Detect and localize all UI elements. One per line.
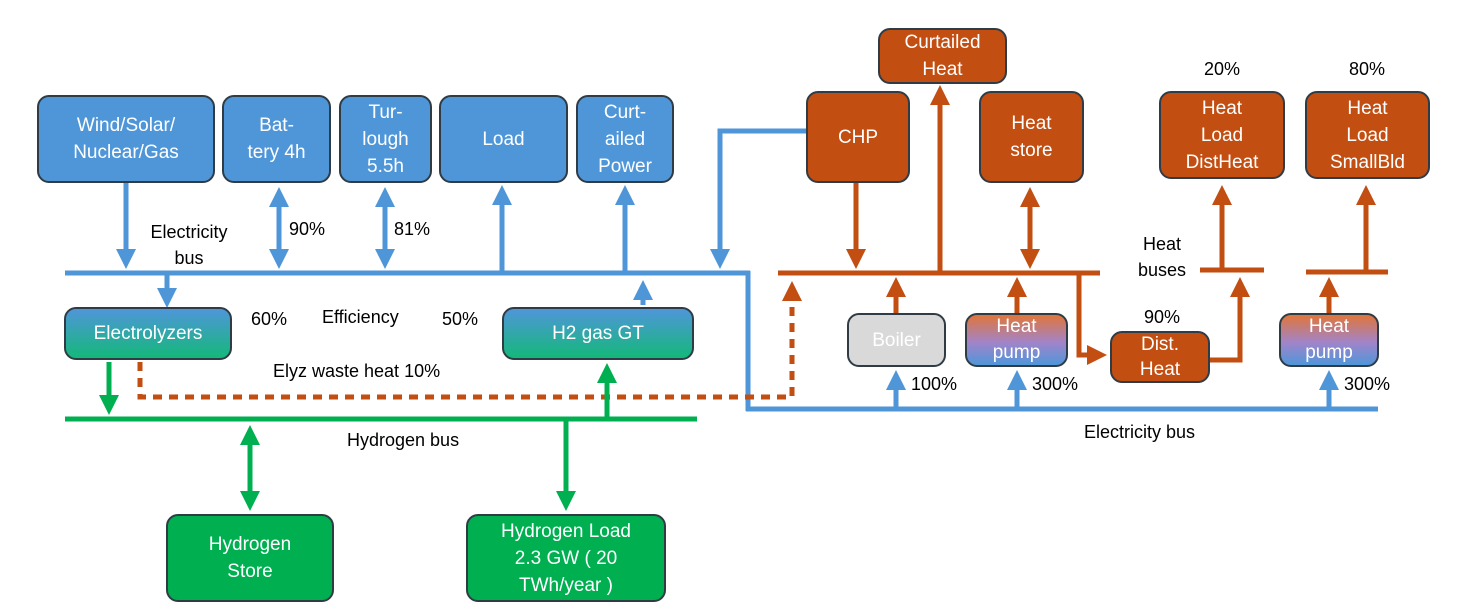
electrolyzer-efficiency-label: 60% [251, 309, 288, 329]
turlough-node: Tur- lough 5.5h [339, 95, 432, 183]
heat-pump-2-cop-label: 300% [1344, 374, 1391, 394]
electrolyzers-node: Electrolyzers [64, 307, 232, 360]
boiler-node: Boiler [847, 313, 946, 367]
heat-load-smallbld-node: Heat Load SmallBld [1305, 91, 1430, 179]
heat-pump-1-node: Heat pump [965, 313, 1068, 367]
hydrogen-bus-label: Hydrogen bus [347, 430, 460, 450]
curtailed-power-node: Curt- ailed Power [576, 95, 674, 183]
chp-node: CHP [806, 91, 910, 183]
hydrogen-store-node: Hydrogen Store [166, 514, 334, 602]
hydrogen-load-node: Hydrogen Load 2.3 GW ( 20 TWh/year ) [466, 514, 666, 602]
boiler-efficiency-label: 100% [911, 374, 958, 394]
electrolyzer-waste-heat-arrow [137, 280, 802, 400]
heat-store-node: Heat store [979, 91, 1084, 183]
battery-node: Bat- tery 4h [222, 95, 331, 183]
efficiency-label: Efficiency [322, 307, 399, 327]
heat-pump-1-cop-label: 300% [1032, 374, 1079, 394]
electricity-bus-bottom-label: Electricity bus [1084, 422, 1196, 442]
heat-pump-2-node: Heat pump [1279, 313, 1379, 367]
dist-heat-to-bus-arrow [1210, 276, 1250, 363]
distheat-share-label: 20% [1204, 59, 1241, 79]
smallbld-share-label: 80% [1349, 59, 1386, 79]
curtailed-heat-node: Curtailed Heat [878, 28, 1007, 84]
chp-to-electricity-arrow [710, 128, 808, 270]
electricity-bus-top-label: Electricity bus [150, 222, 228, 268]
load-node: Load [439, 95, 568, 183]
gt-efficiency-label: 50% [442, 309, 479, 329]
battery-efficiency-label: 90% [289, 219, 326, 239]
turlough-efficiency-label: 81% [394, 219, 431, 239]
h2-gas-gt-node: H2 gas GT [502, 307, 694, 360]
heat-load-distheat-node: Heat Load DistHeat [1159, 91, 1285, 179]
dist-heat-node: Dist. Heat [1110, 331, 1210, 383]
dist-heat-efficiency-label: 90% [1144, 307, 1181, 327]
elyz-waste-heat-label: Elyz waste heat 10% [273, 361, 441, 381]
heat-bus-to-dist-heat-arrow [1076, 273, 1108, 365]
wind-solar-nuclear-gas-node: Wind/Solar/ Nuclear/Gas [37, 95, 215, 183]
heat-buses-label: Heat buses [1137, 234, 1187, 280]
